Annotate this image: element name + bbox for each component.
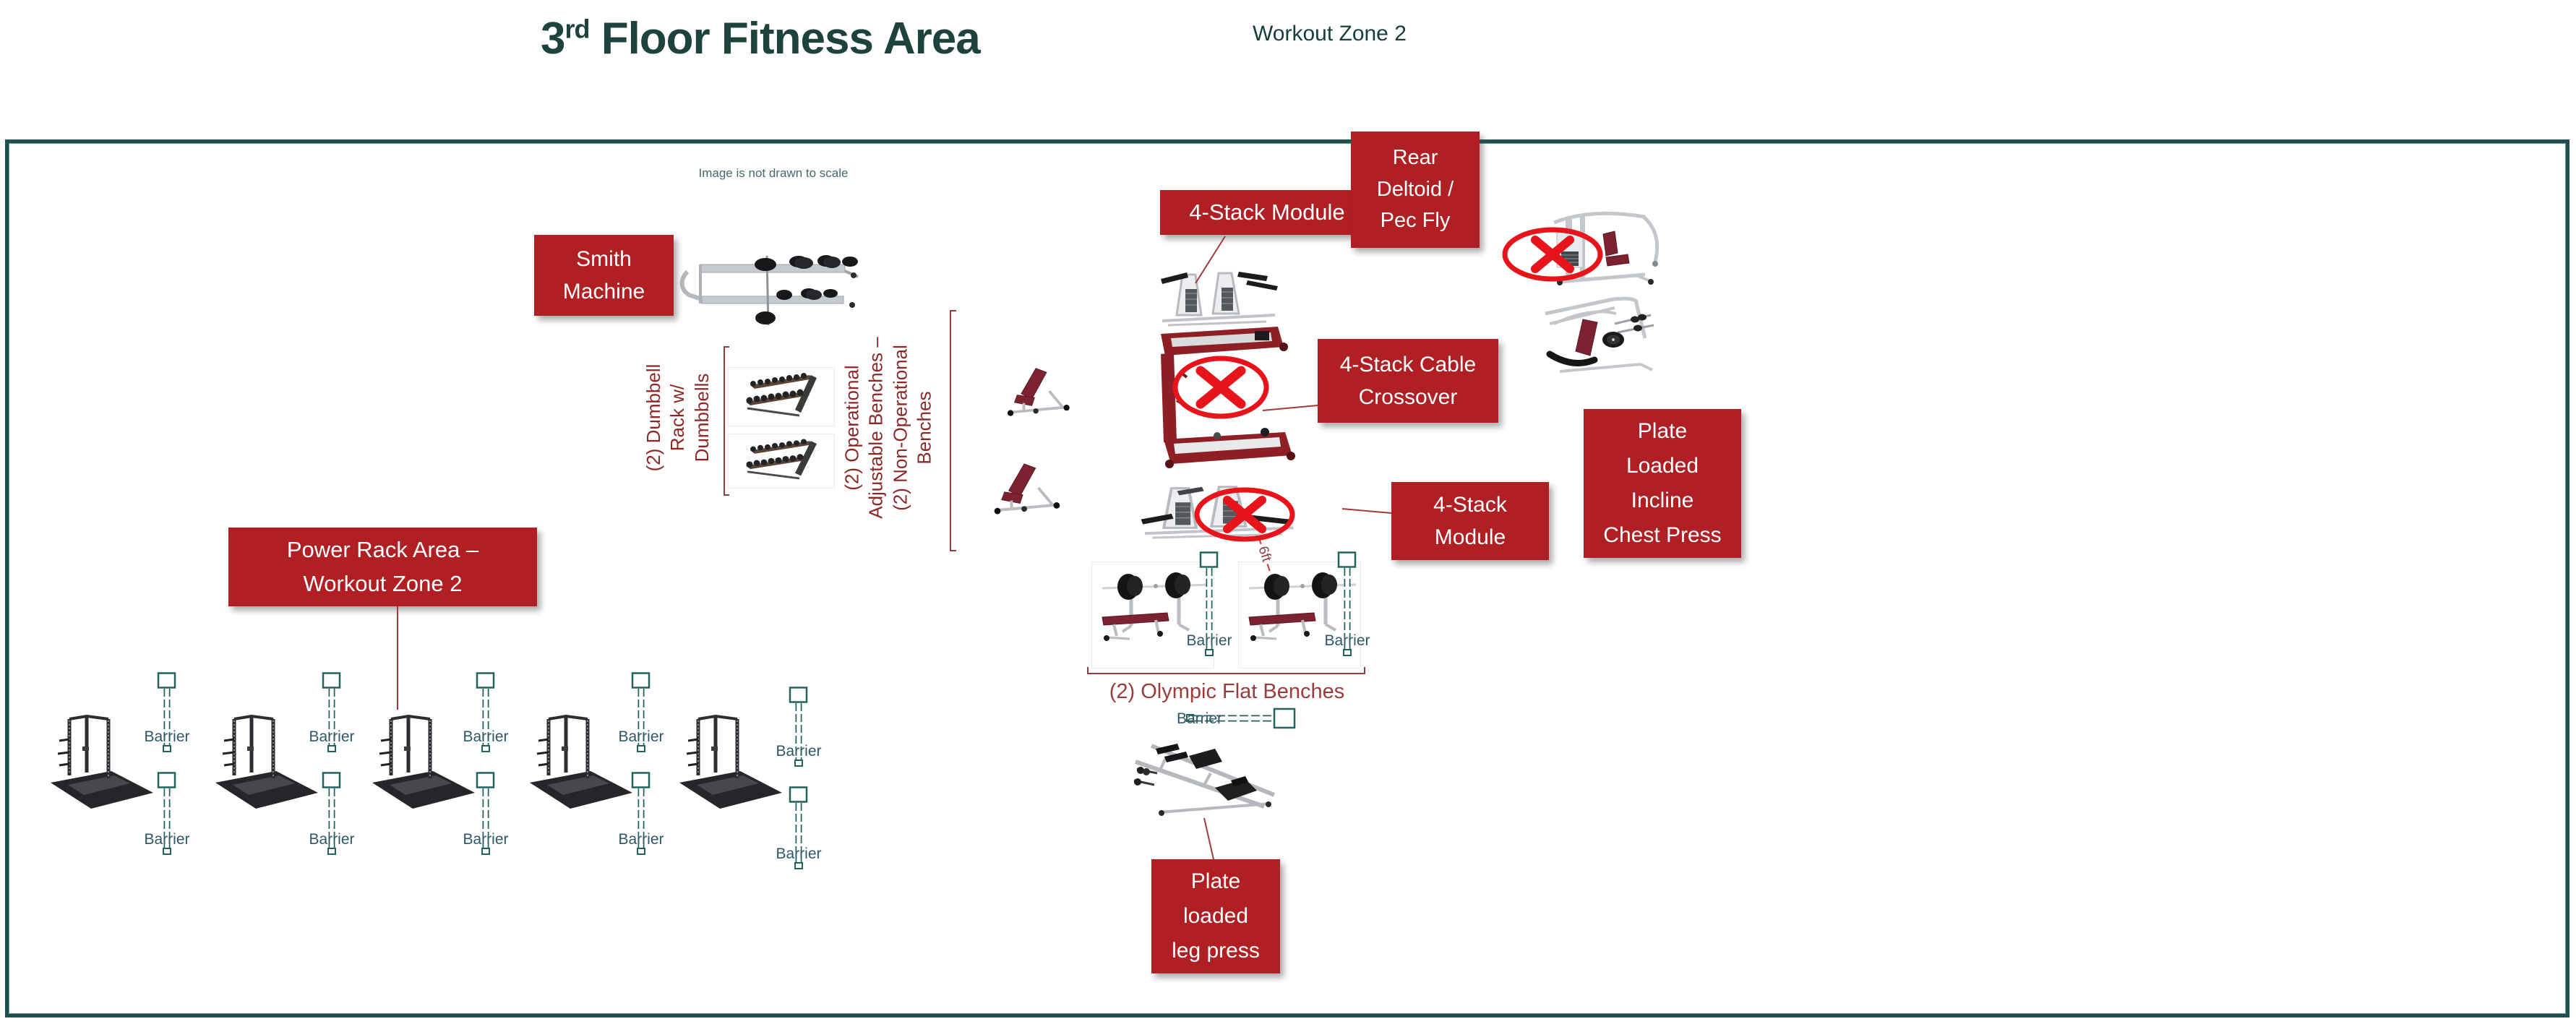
title-text: Floor Fitness Area [589,14,981,64]
annotation-benches: (2) Operational Adjustable Benches – (2)… [841,337,935,519]
barrier-marker: Barrier [1177,706,1297,735]
barrier-marker: Barrier [1324,551,1370,657]
power-rack-image [524,712,634,813]
dumbbell-rack-image [728,367,835,426]
scale-note: Image is not drawn to scale [698,166,849,180]
barrier-label: Barrier [309,831,355,848]
label-smith-machine: Smith Machine [534,235,674,316]
barrier-marker: Barrier [463,772,509,856]
olympic-flat-bench-image [1091,562,1214,668]
x-mark-4-stack-module [1193,486,1297,547]
label-plate-loaded-incline-chest-press: Plate Loaded Incline Chest Press [1584,409,1741,558]
title-ordinal: rd [564,14,590,44]
label-4-stack-module-side: 4-Stack Module [1391,482,1549,560]
barrier-marker: Barrier [776,687,822,767]
x-mark-pec-fly [1500,225,1605,287]
label-rear-deltoid-pec-fly: Rear Deltoid / Pec Fly [1351,132,1480,248]
rear-deltoid-pec-fly-image [1537,207,1661,301]
barrier-label: Barrier [463,831,509,848]
annotation-olympic-benches: (2) Olympic Flat Benches [1109,680,1345,703]
label-4-stack-cable-crossover: 4-Stack Cable Crossover [1318,339,1498,423]
smith-machine-image [674,253,861,335]
power-rack-image [45,712,155,813]
barrier-label: Barrier [144,728,190,745]
cable-crossover-image [1155,325,1298,484]
leg-press-image [1122,737,1280,823]
label-power-rack-area: Power Rack Area – Workout Zone 2 [228,528,537,606]
floor-plan-boundary [5,139,2569,1017]
four-stack-module-image [1157,263,1281,332]
power-rack-image [674,712,783,813]
power-rack-image [366,712,476,813]
zone-subtitle: Workout Zone 2 [1253,22,1407,46]
x-mark-cable-crossover [1170,353,1272,426]
page-title: 3rd Floor Fitness Area [541,13,981,64]
annotation-dumbbell-rack: (2) Dumbbell Rack w/ Dumbbells [643,363,713,472]
barrier-label: Barrier [776,743,822,760]
adjustable-bench-image [982,461,1070,520]
barrier-marker: Barrier [144,772,190,856]
barrier-label: Barrier [1186,632,1232,649]
barrier-label: Barrier [1324,632,1370,649]
barrier-marker: Barrier [618,672,664,753]
power-rack-image [210,712,319,813]
title-number: 3 [541,14,565,64]
barrier-marker: Barrier [463,672,509,753]
barrier-label: Barrier [309,728,355,745]
barrier-marker: Barrier [309,672,355,753]
barrier-marker: Barrier [144,672,190,753]
barrier-marker: Barrier [309,772,355,856]
dumbbell-rack-image [728,434,835,489]
barrier-label: Barrier [618,728,664,745]
barrier-marker: Barrier [618,772,664,856]
leader-dash [1266,564,1271,572]
barrier-label: Barrier [776,846,822,862]
barrier-label: Barrier [144,831,190,848]
barrier-label: Barrier [618,831,664,848]
label-plate-loaded-leg-press: Plate loaded leg press [1151,859,1280,973]
barrier-marker: Barrier [1186,551,1232,657]
barrier-marker: Barrier [776,786,822,870]
label-4-stack-module-top: 4-Stack Module [1160,190,1374,235]
incline-chest-press-image [1528,292,1665,391]
adjustable-bench-image [995,366,1080,421]
barrier-label: Barrier [1177,710,1223,727]
barrier-label: Barrier [463,728,509,745]
